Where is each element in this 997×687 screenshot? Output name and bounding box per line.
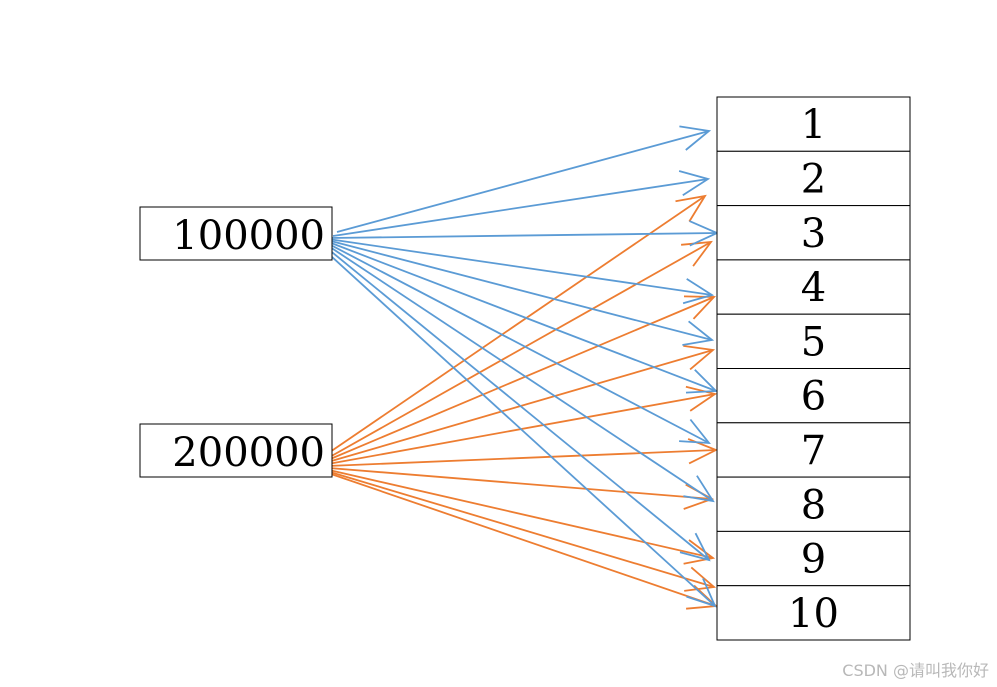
target-label-5: 5 xyxy=(801,319,826,365)
target-label-2: 2 xyxy=(801,157,826,203)
watermark: CSDN @请叫我你好 xyxy=(842,661,989,680)
target-label-6: 6 xyxy=(801,374,826,420)
arrow-100000-to-1 xyxy=(336,125,712,233)
target-cell-9: 9 xyxy=(716,530,911,587)
target-column: 1 2 3 4 5 6 7 8 9 10 xyxy=(716,96,911,641)
target-cell-4: 4 xyxy=(716,259,911,315)
source-label-100000: 100000 xyxy=(172,213,325,259)
target-cell-1: 1 xyxy=(716,96,911,152)
target-label-10: 10 xyxy=(788,591,839,637)
source-label-200000: 200000 xyxy=(172,430,325,476)
arrow-200000-to-8 xyxy=(328,469,716,565)
arrow-100000-to-7 xyxy=(324,241,711,445)
target-cell-6: 6 xyxy=(716,368,911,424)
target-label-9: 9 xyxy=(801,537,826,583)
target-label-8: 8 xyxy=(801,482,826,528)
target-cell-10: 10 xyxy=(716,585,911,641)
source-box-200000: 200000 xyxy=(139,423,333,478)
arrow-100000-to-10 xyxy=(319,245,717,608)
target-cell-8: 8 xyxy=(716,476,911,532)
target-label-3: 3 xyxy=(801,211,826,257)
target-label-4: 4 xyxy=(801,265,826,311)
arrow-100000-to-3 xyxy=(329,220,720,247)
target-cell-5: 5 xyxy=(716,313,911,370)
arrow-100000-to-9 xyxy=(321,243,711,562)
arrow-100000-to-6 xyxy=(325,240,719,394)
source-box-100000: 100000 xyxy=(139,206,333,261)
arrow-100000-to-5 xyxy=(326,239,715,346)
arrow-layer xyxy=(319,125,720,610)
arrow-200000-to-9 xyxy=(329,471,717,592)
target-label-7: 7 xyxy=(801,428,826,474)
arrow-200000-to-6 xyxy=(327,438,719,467)
arrow-100000-to-4 xyxy=(327,238,715,305)
target-cell-3: 3 xyxy=(716,205,911,261)
target-cell-2: 2 xyxy=(716,150,911,207)
arrow-200000-to-2 xyxy=(327,240,713,459)
target-label-1: 1 xyxy=(801,102,826,148)
arrow-100000-to-8 xyxy=(323,242,715,503)
arrow-200000-to-1 xyxy=(329,194,707,453)
target-cell-7: 7 xyxy=(716,422,911,478)
arrow-200000-to-10 xyxy=(330,473,719,610)
arrow-100000-to-2 xyxy=(332,170,711,237)
